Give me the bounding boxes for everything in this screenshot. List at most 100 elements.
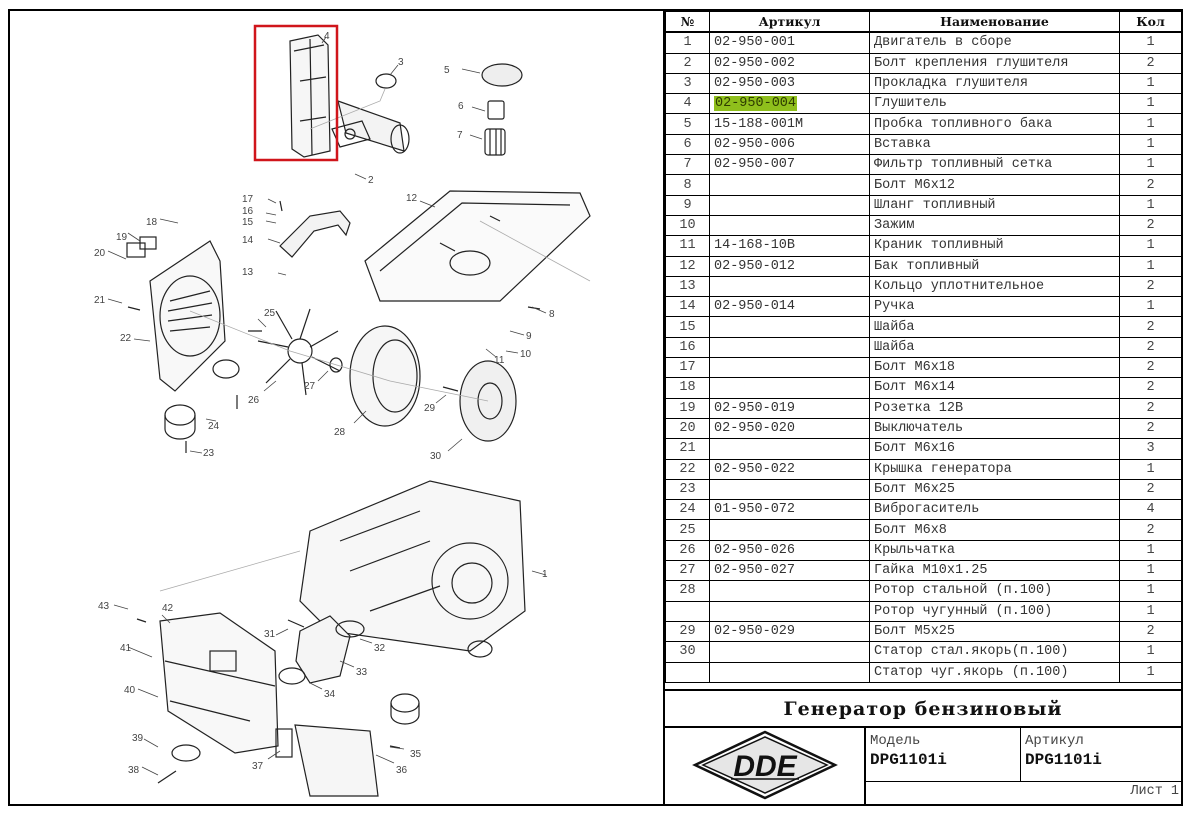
callout-27: 27 bbox=[304, 381, 316, 392]
cell-name: Глушитель bbox=[869, 93, 1120, 115]
cell-qty: 4 bbox=[1119, 499, 1182, 521]
callout-17: 17 bbox=[242, 194, 254, 205]
cell-qty: 1 bbox=[1119, 458, 1182, 480]
callout-3: 3 bbox=[398, 57, 404, 68]
callout-19: 19 bbox=[116, 232, 128, 243]
article-label: Артикул bbox=[1025, 733, 1084, 749]
cell-name: Фильтр топливный сетка bbox=[869, 154, 1120, 176]
callout-31: 31 bbox=[264, 629, 276, 640]
callout-42: 42 bbox=[162, 603, 174, 614]
callout-20: 20 bbox=[94, 248, 106, 259]
cell-num: 25 bbox=[665, 519, 710, 541]
cell-num: 29 bbox=[665, 620, 710, 643]
cell-qty: 1 bbox=[1119, 31, 1182, 54]
callout-37: 37 bbox=[252, 761, 264, 772]
cell-name: Болт M6x25 bbox=[869, 478, 1120, 501]
callout-11: 11 bbox=[494, 355, 505, 366]
callout-38: 38 bbox=[128, 765, 140, 776]
callout-35: 35 bbox=[410, 749, 422, 760]
cell-num: 21 bbox=[665, 438, 710, 460]
cell-article bbox=[709, 194, 870, 216]
cell-article bbox=[709, 377, 870, 399]
cell-article: 02-950-007 bbox=[709, 154, 870, 176]
cell-name: Ротор стальной (п.100) bbox=[869, 580, 1120, 602]
cell-num: 7 bbox=[665, 154, 710, 176]
cell-qty: 2 bbox=[1119, 620, 1182, 643]
callout-32: 32 bbox=[374, 643, 386, 654]
callout-16: 16 bbox=[242, 206, 254, 217]
callout-22: 22 bbox=[120, 333, 132, 344]
callout-10: 10 bbox=[520, 349, 532, 360]
logo-cell: DDE bbox=[665, 728, 866, 804]
cell-num: 19 bbox=[665, 397, 710, 419]
cell-name: Двигатель в сборе bbox=[869, 31, 1120, 54]
cell-name: Шланг топливный bbox=[869, 194, 1120, 216]
cell-name: Болт M5x25 bbox=[869, 620, 1120, 643]
cell-name: Бак топливный bbox=[869, 255, 1120, 277]
cell-num: 17 bbox=[665, 357, 710, 379]
sheet-number: Лист 1 bbox=[1130, 784, 1179, 799]
cell-num: 11 bbox=[665, 235, 710, 257]
cell-qty: 1 bbox=[1119, 539, 1182, 562]
callout-33: 33 bbox=[356, 667, 368, 678]
cell-article bbox=[709, 438, 870, 460]
cell-article: 02-950-004 bbox=[709, 93, 870, 115]
cell-article: 02-950-006 bbox=[709, 133, 870, 156]
callout-39: 39 bbox=[132, 733, 144, 744]
cell-qty: 2 bbox=[1119, 377, 1182, 399]
product-title: Генератор бензиновый bbox=[665, 691, 1181, 728]
cell-num: 30 bbox=[665, 641, 710, 663]
table-row: Статор чуг.якорь (п.100)1 bbox=[665, 661, 1182, 683]
cell-name: Болт M6x18 bbox=[869, 357, 1120, 379]
callout-29: 29 bbox=[424, 403, 436, 414]
cell-qty: 1 bbox=[1119, 235, 1182, 257]
cell-num bbox=[665, 661, 710, 683]
article-value: DPG1101i bbox=[1025, 751, 1102, 769]
cell-qty: 1 bbox=[1119, 194, 1182, 216]
cell-name: Шайба bbox=[869, 336, 1120, 359]
cell-num: 12 bbox=[665, 255, 710, 277]
cell-qty: 1 bbox=[1119, 600, 1182, 622]
cell-num: 20 bbox=[665, 417, 710, 440]
table-header-row: № Артикул Наименование Кол bbox=[665, 11, 1182, 34]
callout-34: 34 bbox=[324, 689, 336, 700]
cell-num: 5 bbox=[665, 113, 710, 135]
cell-name: Краник топливный bbox=[869, 235, 1120, 257]
cell-num: 27 bbox=[665, 560, 710, 582]
cell-article bbox=[709, 357, 870, 379]
cell-qty: 1 bbox=[1119, 560, 1182, 582]
cell-article: 02-950-026 bbox=[709, 539, 870, 562]
callout-13: 13 bbox=[242, 267, 254, 278]
cell-article: 02-950-014 bbox=[709, 296, 870, 318]
muffler-part[interactable] bbox=[289, 34, 331, 158]
cell-name: Ротор чугунный (п.100) bbox=[869, 600, 1120, 622]
cell-article: 02-950-022 bbox=[709, 458, 870, 480]
cell-qty: 2 bbox=[1119, 397, 1182, 419]
cell-qty: 2 bbox=[1119, 52, 1182, 74]
cell-qty: 1 bbox=[1119, 113, 1182, 135]
cell-name: Зажим bbox=[869, 214, 1120, 237]
cell-article: 14-168-10B bbox=[709, 235, 870, 257]
cell-name: Вставка bbox=[869, 133, 1120, 156]
cell-qty: 1 bbox=[1119, 296, 1182, 318]
cell-name: Статор чуг.якорь (п.100) bbox=[869, 661, 1120, 683]
cell-article bbox=[709, 316, 870, 338]
callout-1: 1 bbox=[542, 569, 548, 580]
callout-5: 5 bbox=[444, 65, 450, 76]
